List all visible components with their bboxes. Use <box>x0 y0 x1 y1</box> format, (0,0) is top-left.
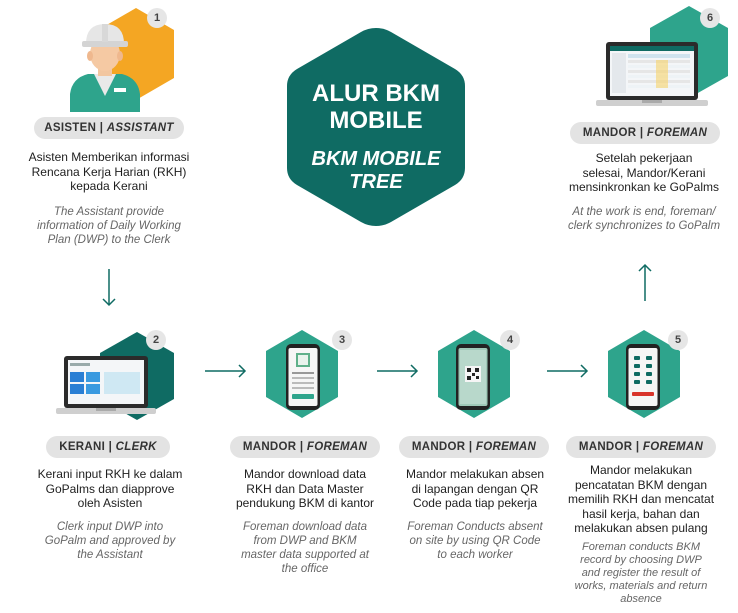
step-6-number: 6 <box>700 8 720 28</box>
step-1-description: Asisten Memberikan informasi Rencana Ker… <box>2 150 216 194</box>
step-3-english: Foreman download data from DWP and BKM m… <box>208 520 402 576</box>
step-4-role-pill: MANDOR | FOREMAN <box>399 436 549 458</box>
step-1-en-line: Plan (DWP) to the Clerk <box>47 234 171 246</box>
step-2-en-line: Clerk input DWP into <box>56 521 164 533</box>
step-3-en-line: from DWP and BKM <box>253 535 357 547</box>
step-2-description: Kerani input RKH ke dalam GoPalms dan di… <box>12 467 208 511</box>
step-3-role-id: MANDOR <box>242 441 297 453</box>
title-line-1: ALUR BKM <box>312 80 440 107</box>
step-2-desc-line: GoPalms dan diapprove <box>45 481 175 496</box>
step-3-desc-line: Mandor download data <box>243 467 367 481</box>
step-4-desc-line: di lapangan dengan QR <box>411 481 539 496</box>
step-5-desc-line: melakukan absen pulang <box>574 521 708 535</box>
step-6-description: Setelah pekerjaan selesai, Mandor/Kerani… <box>550 151 738 195</box>
step-6-desc-line: selesai, Mandor/Kerani <box>582 165 706 180</box>
step-5-role-pill: MANDOR | FOREMAN <box>566 436 716 458</box>
step-1-en-line: information of Daily Working <box>37 220 181 232</box>
step-2-desc-line: Kerani input RKH ke dalam <box>37 467 183 481</box>
step-3-desc-line: RKH dan Data Master <box>246 481 364 496</box>
step-3-en-line: the office <box>281 563 329 575</box>
phone-qr-icon <box>456 344 490 410</box>
worker-icon <box>70 24 140 112</box>
step-6-desc-line: Setelah pekerjaan <box>595 151 693 165</box>
step-3-desc-line: pendukung BKM di kantor <box>235 496 375 510</box>
step-3-role-en: FOREMAN <box>306 441 368 453</box>
step-1-desc-line: Rencana Kerja Harian (RKH) <box>31 164 187 179</box>
arrow-up-icon <box>638 263 652 301</box>
step-5-en-line: record by choosing DWP <box>580 554 702 566</box>
laptop-icon <box>56 356 156 414</box>
arrow-right-icon <box>547 364 589 378</box>
step-6-role-pill: MANDOR | FOREMAN <box>570 122 720 144</box>
arrow-right-icon <box>377 364 419 378</box>
phone-record-icon <box>626 344 660 410</box>
step-1-en-line: The Assistant provide <box>53 206 165 218</box>
step-3-en-line: master data supported at <box>241 549 369 561</box>
step-1-desc-line: kepada Kerani <box>70 179 148 193</box>
title-line-4: TREE <box>349 171 403 193</box>
step-3-number: 3 <box>332 330 352 350</box>
step-5-desc-line: hasil kerja, bahan dan <box>582 506 700 521</box>
step-4-en-line: on site by using QR Code <box>409 535 541 547</box>
title-line-3: BKM MOBILE <box>311 148 441 170</box>
step-2-role-en: CLERK <box>115 441 157 453</box>
step-4-english: Foreman Conducts absent on site by using… <box>378 520 572 562</box>
step-2-role-pill: KERANI | CLERK <box>46 436 170 458</box>
step-2-en-line: GoPalm and approved by <box>44 535 176 547</box>
step-2-desc-line: oleh Asisten <box>77 496 143 510</box>
step-5-en-line: and register the result of <box>581 567 701 579</box>
step-5-desc-line: Mandor melakukan <box>589 463 693 477</box>
step-4-number: 4 <box>500 330 520 350</box>
step-3-en-line: Foreman download data <box>242 521 368 533</box>
step-2-role-id: KERANI <box>59 441 106 453</box>
step-4-role-id: MANDOR <box>411 441 466 453</box>
title-hexagon <box>287 28 465 226</box>
step-5-role-en: FOREMAN <box>642 441 704 453</box>
step-6-en-line: clerk synchronizes to GoPalm <box>567 220 721 232</box>
step-4-en-line: Foreman Conducts absent <box>407 521 543 533</box>
step-2-en-line: the Assistant <box>77 549 143 561</box>
step-6-desc-line: mensinkronkan ke GoPalms <box>568 180 720 194</box>
phone-download-icon <box>286 344 320 410</box>
step-5-desc-line: memilih RKH dan mencatat <box>567 492 715 506</box>
step-1-english: The Assistant provide information of Dai… <box>2 205 216 247</box>
step-4-role-en: FOREMAN <box>475 441 537 453</box>
step-4-desc-line: Code pada tiap pekerja <box>412 496 538 510</box>
title-line-2: MOBILE <box>329 107 423 134</box>
step-1-role-id: ASISTEN <box>44 122 97 134</box>
step-2-english: Clerk input DWP into GoPalm and approved… <box>12 520 208 562</box>
step-3-role-pill: MANDOR | FOREMAN <box>230 436 380 458</box>
step-5-en-line: Foreman conducts BKM <box>582 541 700 553</box>
step-5-description: Mandor melakukan pencatatan BKM dengan m… <box>551 463 731 536</box>
arrow-right-icon <box>205 364 247 378</box>
step-5-en-line: works, materials and return <box>574 580 708 592</box>
step-5-number: 5 <box>668 330 688 350</box>
step-5-role-id: MANDOR <box>578 441 633 453</box>
step-5-en-line: absence <box>620 593 662 605</box>
step-4-description: Mandor melakukan absen di lapangan denga… <box>378 467 572 511</box>
arrow-down-icon <box>102 269 116 307</box>
step-4-desc-line: Mandor melakukan absen <box>405 467 545 481</box>
step-2-number: 2 <box>146 330 166 350</box>
step-1-number: 1 <box>147 8 167 28</box>
step-5-english: Foreman conducts BKM record by choosing … <box>551 541 731 606</box>
step-6-en-line: At the work is end, foreman/ <box>572 206 716 218</box>
step-4-en-line: to each worker <box>437 549 513 561</box>
step-5-desc-line: pencatatan BKM dengan <box>574 477 708 492</box>
step-6-role-en: FOREMAN <box>646 127 708 139</box>
step-1-role-pill: ASISTEN | ASSISTANT <box>34 117 184 139</box>
step-3-description: Mandor download data RKH dan Data Master… <box>208 467 402 511</box>
step-6-role-id: MANDOR <box>582 127 637 139</box>
laptop-sync-icon <box>596 42 708 106</box>
step-1-desc-line: Asisten Memberikan informasi <box>28 150 190 164</box>
step-1-role-en: ASSISTANT <box>106 122 174 134</box>
step-6-english: At the work is end, foreman/ clerk synch… <box>550 205 738 233</box>
